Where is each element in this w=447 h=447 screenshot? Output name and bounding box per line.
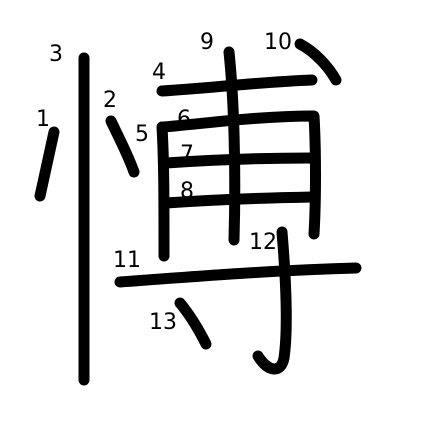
stroke-number-7: 7 bbox=[180, 142, 194, 167]
stroke-number-1: 1 bbox=[36, 107, 50, 132]
stroke-number-11: 11 bbox=[113, 248, 141, 273]
stroke-number-5: 5 bbox=[135, 122, 149, 147]
stroke-number-13: 13 bbox=[149, 310, 177, 335]
stroke-5 bbox=[156, 121, 170, 262]
stroke-number-10: 10 bbox=[264, 30, 292, 55]
stroke-number-3: 3 bbox=[49, 42, 63, 67]
stroke-number-2: 2 bbox=[103, 88, 117, 113]
stroke-11 bbox=[114, 262, 362, 288]
stroke-1 bbox=[34, 126, 60, 202]
stroke-12 bbox=[252, 226, 292, 375]
stroke-number-12: 12 bbox=[249, 230, 277, 255]
stroke-13 bbox=[174, 297, 212, 350]
stroke-number-8: 8 bbox=[180, 179, 194, 204]
stroke-9 bbox=[223, 46, 241, 246]
stroke-number-9: 9 bbox=[200, 30, 214, 55]
stroke-number-6: 6 bbox=[177, 107, 191, 132]
stroke-paths bbox=[34, 38, 362, 386]
stroke-10 bbox=[294, 38, 342, 86]
stroke-number-4: 4 bbox=[152, 60, 166, 85]
stroke-numbers: 1 2 3 4 5 6 7 8 9 10 11 12 13 bbox=[36, 30, 292, 335]
stroke-2 bbox=[105, 115, 140, 178]
